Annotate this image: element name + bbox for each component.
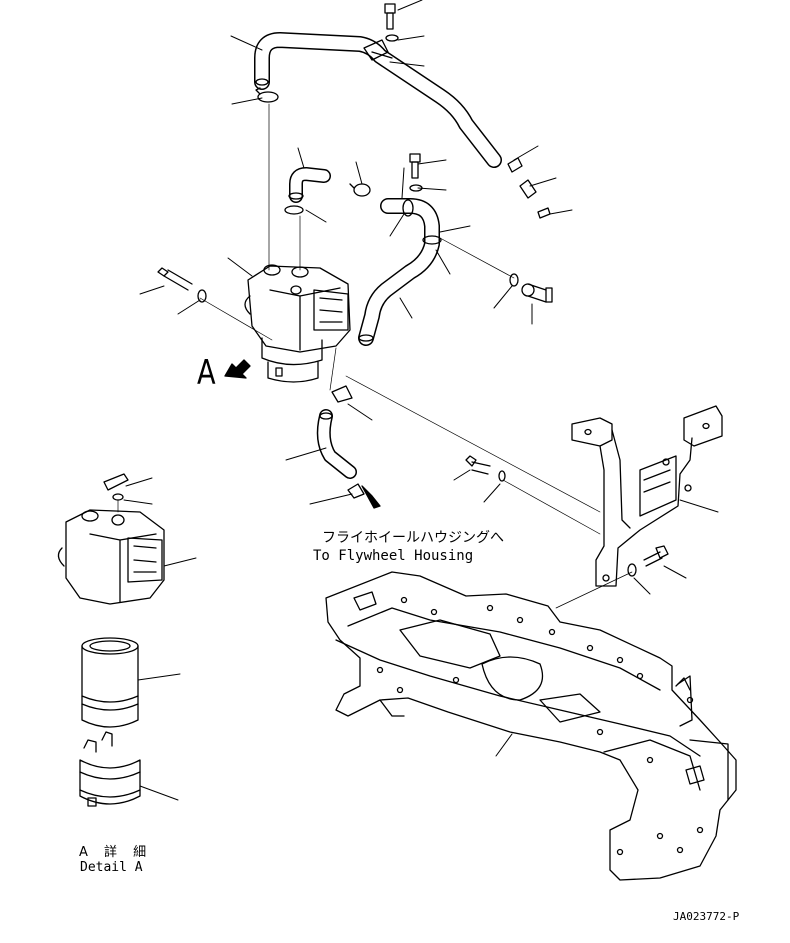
detail-title-jp: A 詳 細 [79, 845, 153, 860]
view-letter: A [197, 353, 216, 393]
check-valve-fitting [507, 157, 551, 219]
destination-label-jp: フライホイールハウジングへ [322, 530, 504, 546]
view-arrow [224, 359, 251, 379]
filter-bolt [157, 267, 207, 303]
flow-arrow-icon [361, 485, 381, 509]
long-fuel-hose [358, 198, 442, 346]
top-bolt [384, 3, 399, 42]
small-elbow-hose [288, 167, 331, 203]
clamp-lower [331, 385, 353, 403]
hose-clamp-small [284, 205, 304, 215]
short-hose [316, 409, 357, 479]
filter-bowl [79, 731, 141, 807]
hose-clamp-mid [349, 183, 371, 197]
top-hose [254, 32, 502, 168]
hose-clamp-upper [255, 87, 279, 103]
detail-title-en: Detail A [80, 860, 143, 875]
fuel-filter-assembly [244, 264, 351, 383]
mounting-bracket [571, 405, 723, 587]
leader-lines [123, 0, 719, 801]
bracket-bolt-lower [627, 545, 669, 577]
mid-bolt [409, 153, 423, 192]
drawing-reference-code: JA023772-P [673, 910, 740, 923]
main-frame [325, 571, 737, 881]
bracket-bolt-upper [465, 455, 506, 482]
hose-end-clip [347, 483, 365, 499]
center-lines [117, 103, 633, 609]
right-bolt [509, 273, 553, 303]
detail-small-parts [103, 473, 129, 501]
filter-element [81, 637, 139, 728]
detail-filter-head [57, 509, 165, 605]
frame-holes [376, 596, 704, 856]
destination-label-en: To Flywheel Housing [313, 548, 474, 564]
